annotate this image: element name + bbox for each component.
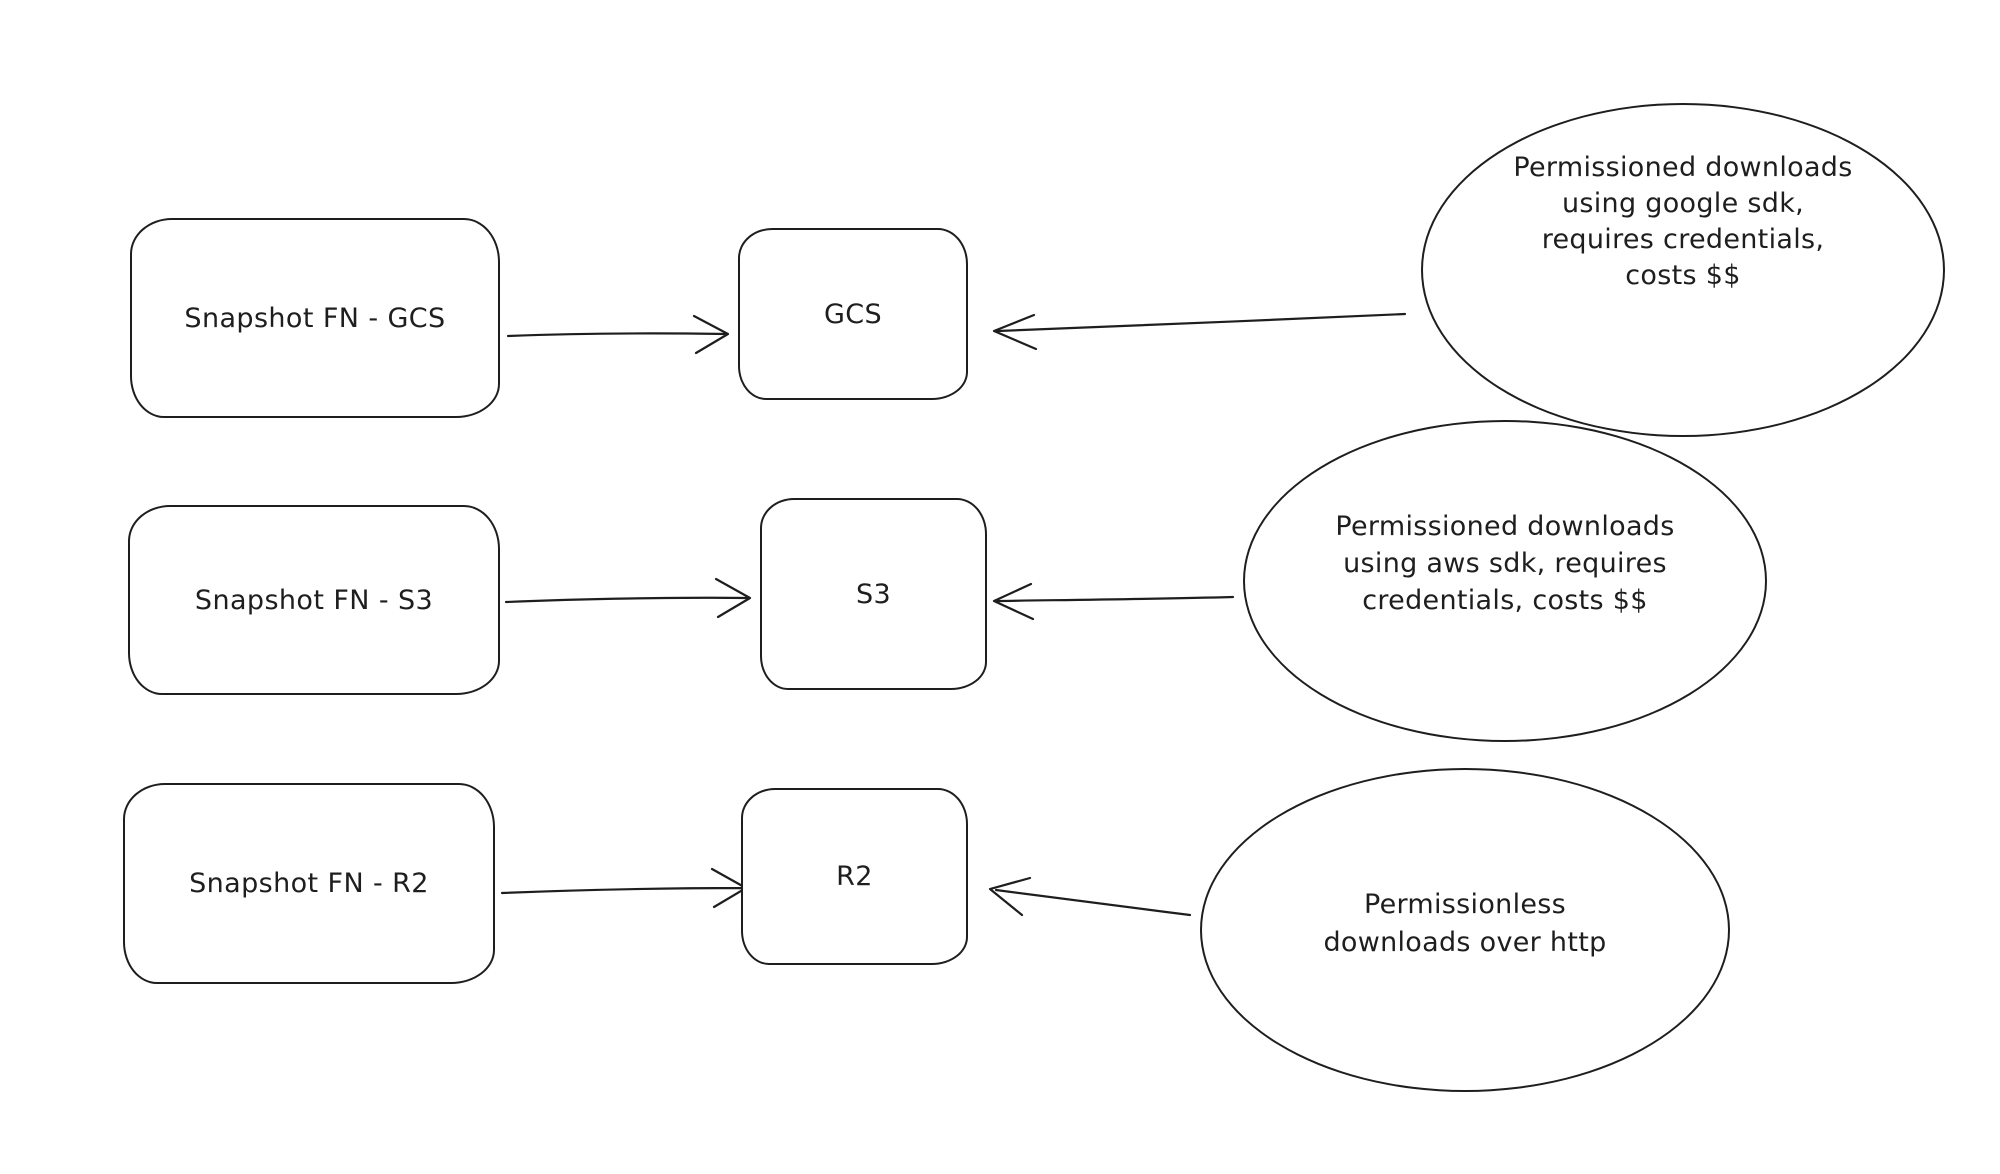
note-ellipse-gcs (1421, 103, 1945, 437)
node-s3: S3 (760, 498, 987, 690)
node-snapshot-fn-gcs-label: Snapshot FN - GCS (184, 302, 446, 334)
arrow-note-r2-to-r2 (988, 876, 1192, 917)
note-ellipse-s3 (1243, 420, 1767, 742)
note-gcs-text: Permissioned downloads using google sdk,… (1443, 150, 1923, 294)
note-line: Permissioned downloads (1335, 511, 1675, 542)
note-line: downloads over http (1323, 927, 1607, 958)
node-snapshot-fn-s3: Snapshot FN - S3 (128, 505, 500, 695)
arrow-snapshot-gcs-to-gcs (506, 314, 730, 355)
node-gcs-label: GCS (823, 298, 883, 330)
node-snapshot-fn-gcs: Snapshot FN - GCS (130, 218, 500, 418)
arrow-note-s3-to-s3 (992, 582, 1235, 621)
note-line: using google sdk, (1561, 188, 1805, 219)
note-line: requires credentials, (1541, 224, 1825, 255)
note-line: costs $$ (1625, 260, 1741, 291)
note-line: using aws sdk, requires (1343, 548, 1667, 579)
node-gcs: GCS (738, 228, 968, 400)
note-line: Permissioned downloads (1513, 152, 1853, 183)
note-line: credentials, costs $$ (1362, 585, 1648, 616)
node-s3-label: S3 (855, 578, 892, 610)
node-r2-label: R2 (836, 861, 873, 892)
arrow-snapshot-r2-to-r2 (500, 867, 748, 909)
node-r2: R2 (741, 788, 968, 965)
arrow-snapshot-s3-to-s3 (504, 577, 752, 619)
note-ellipse-r2 (1200, 768, 1730, 1092)
note-line: Permissionless (1363, 889, 1567, 920)
note-r2-text: Permissionless downloads over http (1225, 886, 1705, 962)
note-s3-text: Permissioned downloads using aws sdk, re… (1265, 508, 1745, 619)
node-snapshot-fn-r2-label: Snapshot FN - R2 (189, 868, 429, 899)
node-snapshot-fn-s3-label: Snapshot FN - S3 (194, 584, 434, 616)
arrow-note-gcs-to-gcs (992, 312, 1407, 351)
node-snapshot-fn-r2: Snapshot FN - R2 (123, 783, 495, 984)
